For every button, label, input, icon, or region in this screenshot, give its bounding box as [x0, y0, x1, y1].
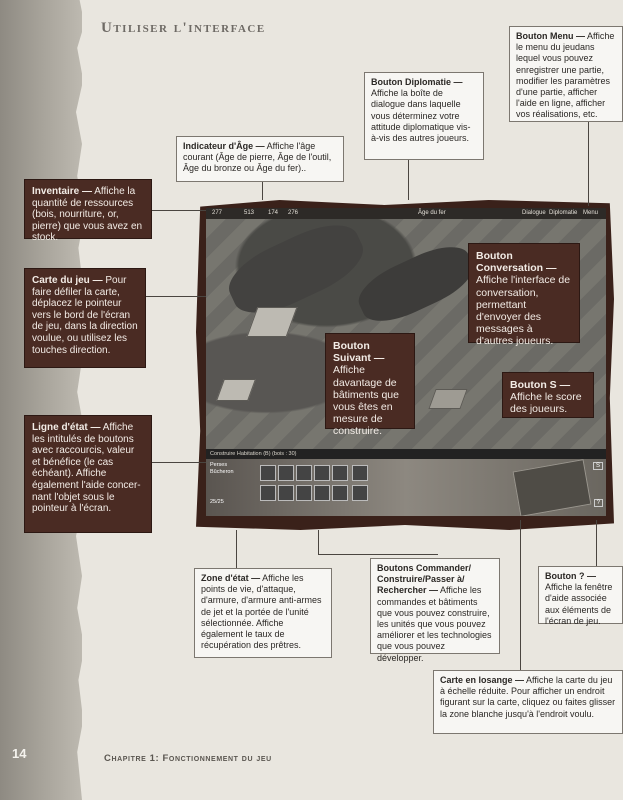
callout-inventaire: Inventaire — Affiche la quantité de ress…: [24, 179, 152, 243]
leader-line: [262, 182, 263, 200]
command-button[interactable]: [278, 465, 294, 481]
callout-bouton-suivant: Bouton Suivant — Affiche davantage de bâ…: [325, 333, 415, 437]
callout-text: Affiche le score des joueurs.: [510, 391, 582, 416]
score-button[interactable]: S: [592, 462, 603, 470]
page-title: Utiliser l'interface: [101, 20, 266, 36]
callout-title: Bouton Suivant —: [333, 340, 385, 365]
callout-title: Bouton Menu —: [516, 31, 585, 41]
resource-food: 513: [244, 210, 255, 216]
diamond-minimap[interactable]: [512, 459, 592, 516]
callout-text: Affiche l'âge courant (Âge de pierre, Âg…: [183, 141, 332, 174]
callout-title: Carte en losange —: [440, 675, 525, 685]
callout-bouton-diplomatie: Bouton Diplomatie — Affiche la boîte de …: [364, 72, 484, 160]
callout-ligne-etat: Ligne d'état — Affiche les intitulés de …: [24, 415, 152, 533]
leader-line: [318, 554, 438, 555]
callout-text: Affiche la quantité de ressources (bois,…: [32, 186, 143, 244]
command-button[interactable]: [332, 485, 348, 501]
unit-class: Bûcheron: [210, 469, 234, 475]
callout-indicateur-age: Indicateur d'Âge — Affiche l'âge courant…: [176, 136, 344, 182]
callout-title: Boutons Commander/ Construire/Passer à/ …: [377, 563, 472, 596]
resource-stone: 276: [288, 210, 299, 216]
left-paper-strip: [0, 0, 82, 800]
dialogue-button[interactable]: Dialogue: [522, 210, 546, 216]
callout-carte-du-jeu: Carte du jeu — Pour faire défiler la car…: [24, 268, 146, 368]
leader-line: [152, 210, 206, 211]
age-indicator: Âge du fer: [418, 210, 446, 216]
callout-bouton-conversation: Bouton Conversation — Affiche l'interfac…: [468, 243, 580, 347]
callout-title: Bouton Diplomatie —: [371, 77, 463, 87]
callout-bouton-aide: Bouton ? — Affiche la fenêtre d'aide ass…: [538, 566, 623, 626]
command-button[interactable]: [296, 465, 312, 481]
callout-text: Affiche les intitulés de boutons avec ra…: [32, 422, 141, 515]
callout-title: Indicateur d'Âge —: [183, 141, 265, 151]
help-button[interactable]: ?: [593, 499, 603, 507]
command-button[interactable]: [332, 465, 348, 481]
callout-text: Affiche le menu du jeudans lequel vous p…: [516, 31, 615, 120]
leader-line: [520, 520, 521, 670]
callout-bouton-s: Bouton S — Affiche le score des joueurs.: [502, 372, 594, 418]
callout-zone-etat: Zone d'état — Affiche les points de vie,…: [194, 568, 332, 658]
callout-carte-losange: Carte en losange — Affiche la carte du j…: [433, 670, 623, 734]
leader-line: [408, 160, 409, 200]
leader-line: [236, 530, 237, 568]
callout-boutons-commander: Boutons Commander/ Construire/Passer à/ …: [370, 558, 500, 663]
command-button[interactable]: [260, 485, 276, 501]
top-bar: 277 513 174 276 Âge du fer Dialogue Dipl…: [206, 208, 606, 219]
building-wonder[interactable]: [428, 389, 468, 409]
unit-civilization: Perses: [210, 462, 228, 468]
command-button[interactable]: [314, 465, 330, 481]
cancel-button[interactable]: [352, 485, 368, 501]
leader-line: [588, 122, 589, 206]
callout-text: Affiche les commandes et bâtiments que v…: [377, 585, 492, 663]
callout-text: Affiche les points de vie, d'attaque, d'…: [201, 573, 322, 651]
menu-button[interactable]: Menu: [583, 210, 599, 216]
leader-line: [318, 530, 319, 554]
callout-title: Carte du jeu —: [32, 275, 103, 286]
callout-bouton-menu: Bouton Menu — Affiche le menu du jeudans…: [509, 26, 623, 122]
callout-text: Affiche l'interface de conversation, per…: [476, 274, 571, 348]
callout-title: Ligne d'état —: [32, 422, 101, 433]
command-button[interactable]: [260, 465, 276, 481]
command-button[interactable]: [278, 485, 294, 501]
unit-hitpoints: 25/25: [210, 499, 224, 505]
bottom-panel: Perses Bûcheron 25/25 S ?: [206, 459, 606, 516]
resource-wood: 277: [212, 210, 223, 216]
callout-text: Affiche la carte du jeu à échelle réduit…: [440, 675, 616, 719]
callout-title: Bouton S —: [510, 379, 571, 391]
forest-area: [351, 235, 481, 333]
diplomacy-button[interactable]: Diplomatie: [549, 210, 578, 216]
building-house[interactable]: [215, 379, 257, 401]
callout-text: Affiche la boîte de dialogue dans laquel…: [371, 88, 471, 144]
callout-text: Affiche davantage de bâtiments que vous …: [333, 364, 399, 438]
callout-title: Bouton Conversation —: [476, 250, 557, 275]
leader-line: [146, 296, 206, 297]
callout-title: Zone d'état —: [201, 573, 261, 583]
callout-title: Inventaire —: [32, 186, 93, 197]
command-button[interactable]: [314, 485, 330, 501]
chapter-footer: Chapitre 1: Fonctionnement du jeu: [104, 753, 272, 764]
callout-text: Pour faire défiler la carte, déplacez le…: [32, 275, 138, 356]
page-number: 14: [12, 746, 27, 761]
callout-title: Bouton ? —: [545, 571, 596, 581]
next-button[interactable]: [352, 465, 368, 481]
status-line: Construire Habitation (B) (bois : 30): [206, 449, 606, 459]
callout-text: Affiche la fenêtre d'aide associée aux é…: [545, 582, 613, 626]
command-button[interactable]: [296, 485, 312, 501]
resource-gold: 174: [268, 210, 279, 216]
leader-line: [596, 520, 597, 566]
leader-line: [152, 462, 206, 463]
